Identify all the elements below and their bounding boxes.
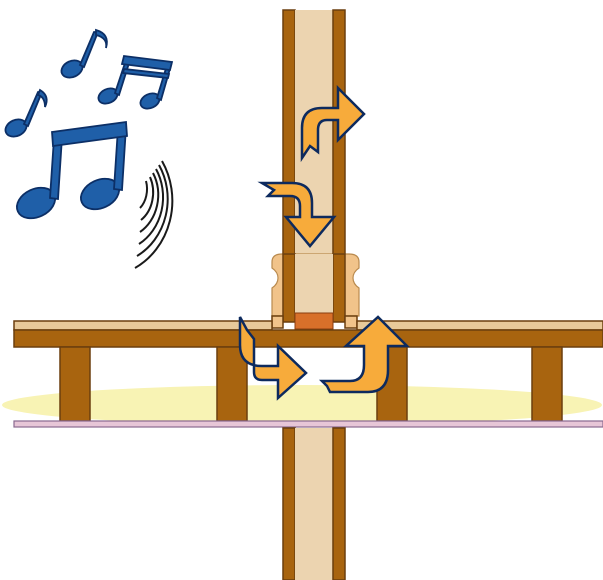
- beamed-notes-icon: [96, 56, 172, 112]
- sound-waves-icon: [135, 161, 172, 268]
- beamed-notes-icon: [12, 122, 127, 224]
- joist: [532, 347, 562, 421]
- joist: [60, 347, 90, 421]
- eighth-note-icon: [59, 30, 107, 81]
- lower-wall: [283, 428, 345, 580]
- eighth-note-icon: [3, 90, 47, 140]
- floor-layer: [14, 330, 603, 347]
- insulation-band: [2, 385, 602, 425]
- floor-top-board-right: [357, 321, 603, 330]
- sill-plate: [295, 313, 333, 329]
- floor-top-board-left: [14, 321, 272, 330]
- wall-base-seal: [272, 254, 359, 329]
- ceiling-board: [14, 421, 603, 427]
